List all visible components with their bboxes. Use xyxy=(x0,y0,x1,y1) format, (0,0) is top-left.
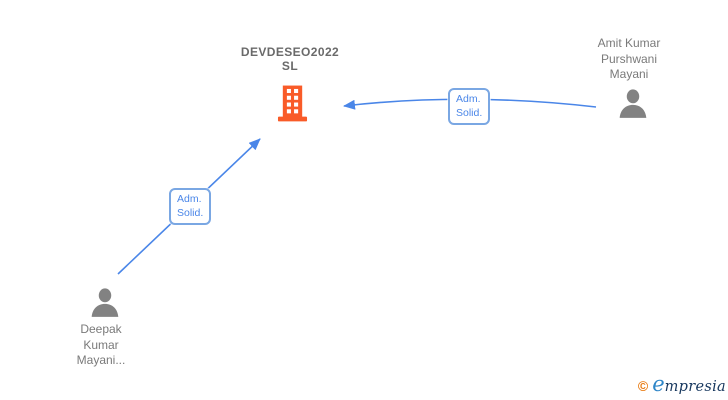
copyright-icon: © xyxy=(637,378,649,394)
person-label-amit[interactable]: Amit Kumar Purshwani Mayani xyxy=(597,36,661,81)
edge-label-amit-adm-solid: Adm. Solid. xyxy=(448,88,491,125)
edge-label-deepak-adm-solid: Adm. Solid. xyxy=(169,188,212,225)
person-icon-amit[interactable] xyxy=(616,87,650,121)
brand-wordmark: empresia xyxy=(652,374,726,396)
brand-initial: e xyxy=(652,372,665,396)
person-label-deepak[interactable]: Deepak Kumar Mayani... xyxy=(76,322,126,367)
company-label[interactable]: DEVDESEO2022 SL xyxy=(240,45,340,73)
person-icon-deepak[interactable] xyxy=(88,286,122,320)
brand-rest: mpresia xyxy=(664,379,726,395)
empresia-logo[interactable]: © empresia xyxy=(637,374,726,396)
building-icon[interactable] xyxy=(277,84,308,122)
